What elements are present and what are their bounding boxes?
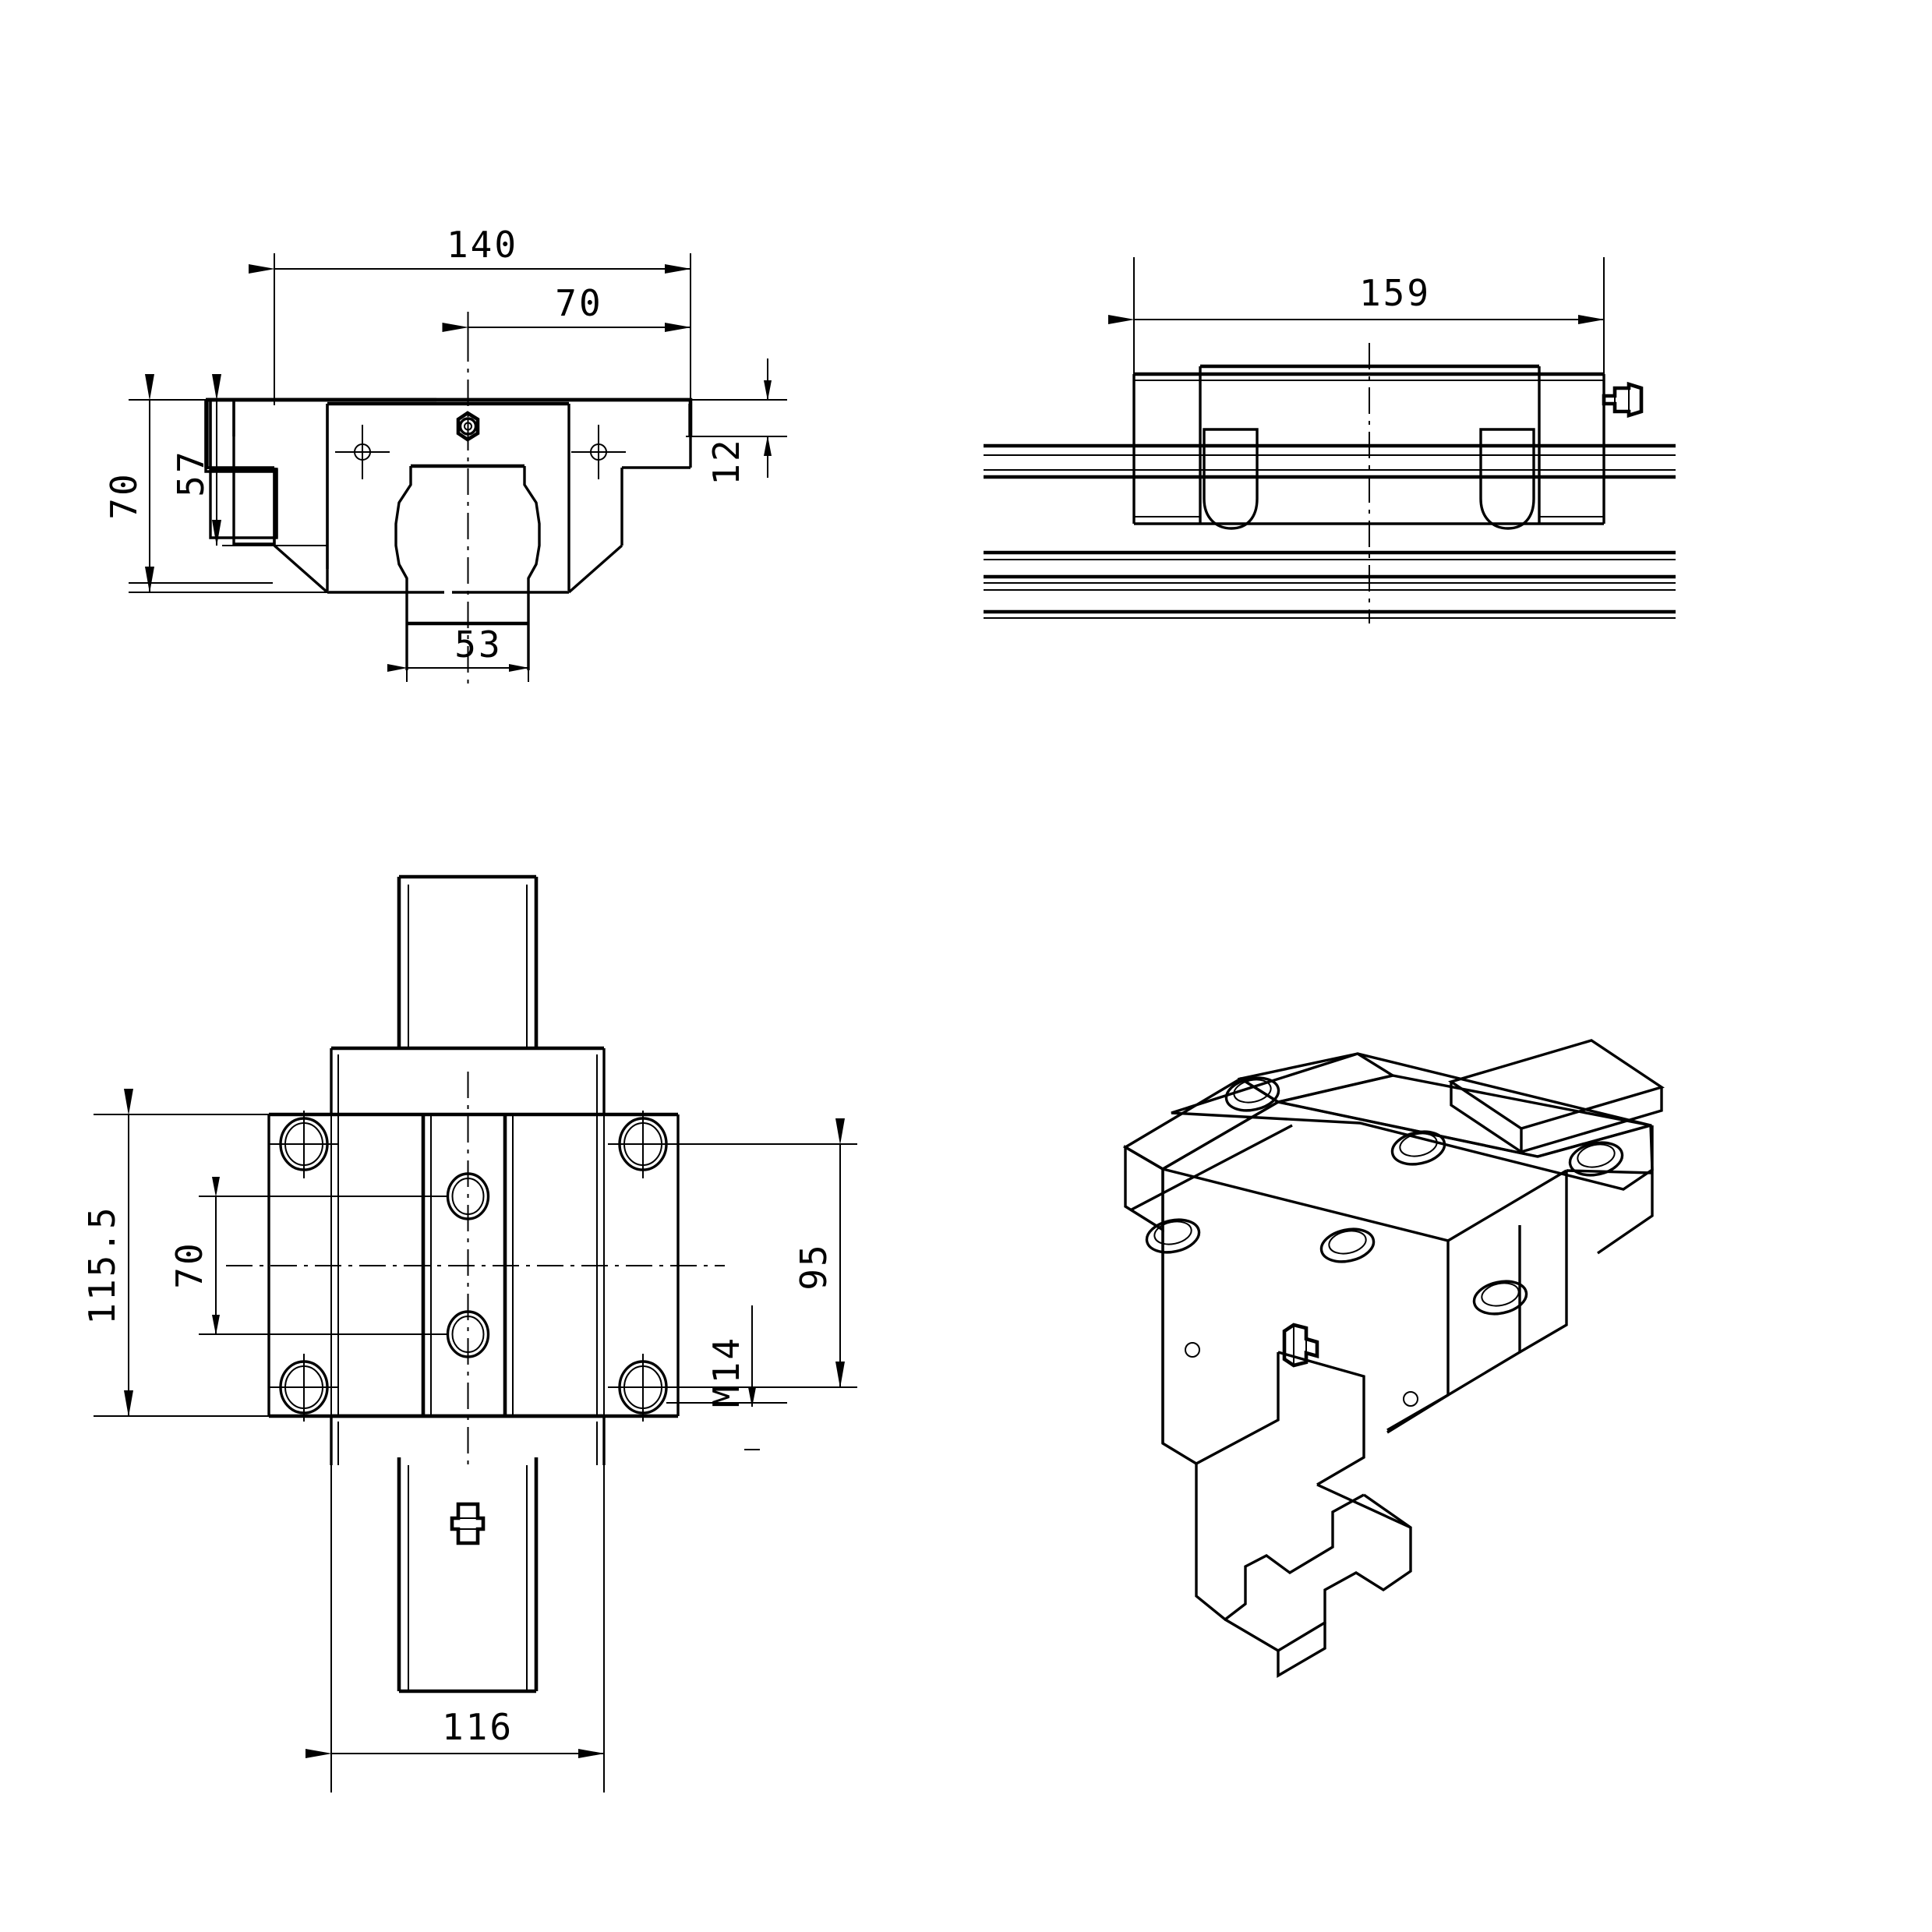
front-view: 140 70 70 57 12 (103, 224, 787, 686)
dim-70-horizontal: 70 (442, 282, 691, 405)
dim-12: 12 (691, 358, 787, 486)
dim-95-label: 95 (793, 1242, 835, 1290)
dim-53: 53 (387, 623, 529, 682)
side-endcap-pocket-right (1479, 428, 1535, 530)
side-rail-profile (984, 443, 1676, 619)
iso-rail-rear (1448, 1039, 1665, 1154)
dim-159-label: 159 (1359, 272, 1431, 314)
dim-140-label: 140 (447, 224, 518, 266)
iso-hole-1 (1224, 1076, 1280, 1112)
top-rail (397, 874, 539, 1694)
dim-70-h-label: 70 (555, 282, 602, 324)
dim-12-label: 12 (705, 437, 747, 485)
iso-grease-nipple (1282, 1323, 1319, 1368)
iso-hole-6 (1472, 1280, 1528, 1316)
iso-rail-front (1195, 1464, 1412, 1678)
side-endcap-pocket-left (1203, 428, 1259, 530)
dim-70-v-label: 70 (103, 472, 145, 519)
iso-hole-3 (1568, 1141, 1624, 1177)
top-hole-corner-bl (269, 1354, 339, 1422)
dim-57: 57 (170, 374, 327, 546)
dim-70-vertical: 70 (103, 374, 358, 593)
dim-115-5-label: 115.5 (81, 1205, 123, 1324)
iso-hole-5 (1319, 1227, 1376, 1263)
iso-hole-4 (1145, 1218, 1201, 1254)
dim-70-topview: 70 (168, 1177, 448, 1335)
top-view: 115.5 70 95 M14 116 (81, 874, 857, 1792)
m14-label: M14 (705, 1336, 747, 1407)
dim-115-5: 115.5 (81, 1089, 269, 1417)
side-view: 159 (984, 257, 1676, 623)
dim-116: 116 (306, 1416, 605, 1792)
front-view-outline (204, 397, 692, 594)
iso-view (1122, 1039, 1665, 1678)
dim-159: 159 (1108, 257, 1605, 374)
dim-95: 95 (666, 1118, 857, 1388)
side-grease-nipple (1602, 381, 1644, 419)
dim-57-label: 57 (170, 449, 212, 496)
front-hole-marker-left (335, 425, 390, 479)
top-hole-corner-tl (269, 1111, 339, 1178)
iso-hole-2 (1390, 1130, 1446, 1166)
dim-53-label: 53 (454, 623, 502, 666)
dim-70-topview-label: 70 (168, 1241, 210, 1288)
thread-callout-m14: M14 (666, 1305, 787, 1450)
front-hole-marker-right (571, 425, 626, 479)
dim-116-label: 116 (442, 1706, 514, 1748)
